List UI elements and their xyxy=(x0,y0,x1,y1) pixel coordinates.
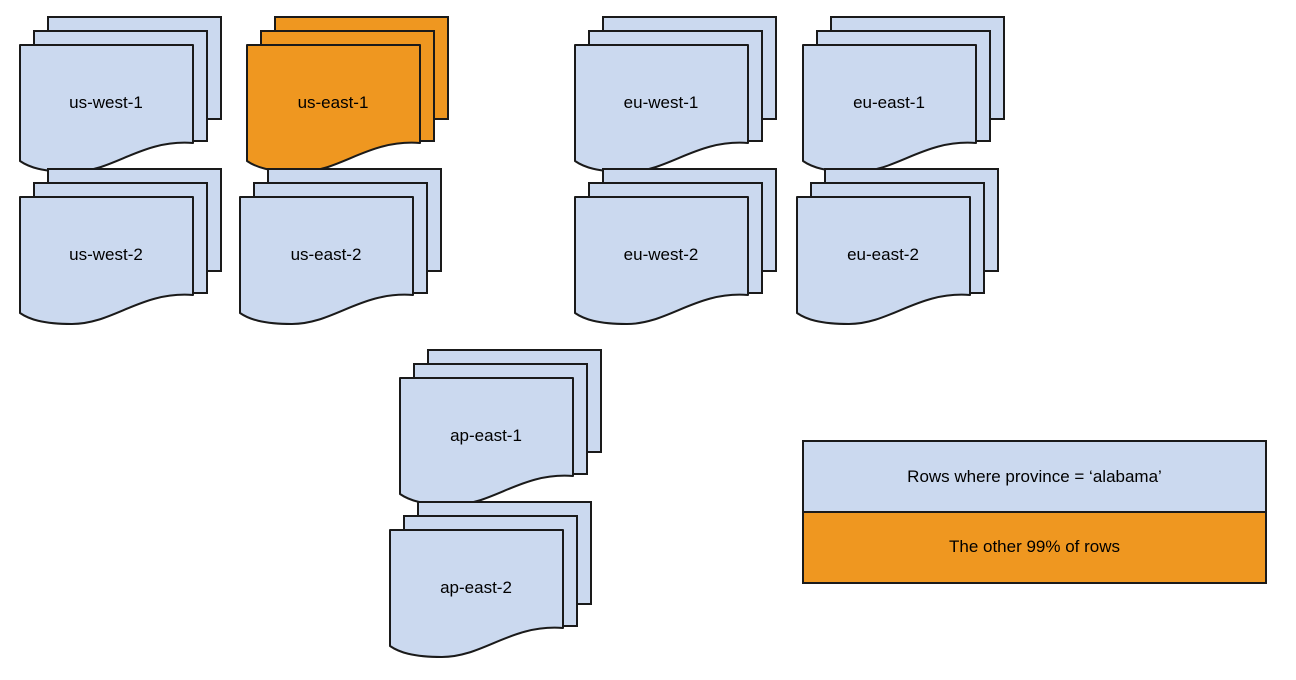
stacks-layer xyxy=(19,16,1005,658)
document-stack-us-west-1[interactable] xyxy=(19,16,222,173)
stack-sheet-front xyxy=(802,44,977,173)
legend-text-legend-blue: Rows where province = ‘alabama’ xyxy=(907,467,1162,486)
stack-sheet-front xyxy=(574,196,749,325)
legend-text-legend-orange: The other 99% of rows xyxy=(948,537,1121,556)
document-stack-us-east-2[interactable] xyxy=(239,168,442,325)
stack-sheet-front xyxy=(239,196,414,325)
stack-sheet-front xyxy=(574,44,749,173)
stack-sheet-front xyxy=(389,529,564,658)
document-stack-ap-east-2[interactable] xyxy=(389,501,592,658)
stack-sheet-front xyxy=(796,196,971,325)
document-stack-us-east-1[interactable] xyxy=(246,16,449,173)
legend-layer xyxy=(802,440,1267,584)
legend-swatch-legend-blue xyxy=(802,440,1267,513)
document-stack-eu-east-1[interactable] xyxy=(802,16,1005,173)
stack-sheet-front xyxy=(399,377,574,506)
document-stack-eu-east-2[interactable] xyxy=(796,168,999,325)
stack-sheet-front xyxy=(246,44,421,173)
legend-swatch-legend-orange xyxy=(802,511,1267,584)
stack-sheet-front xyxy=(19,44,194,173)
document-stack-us-west-2[interactable] xyxy=(19,168,222,325)
document-stack-ap-east-1[interactable] xyxy=(399,349,602,506)
document-stack-eu-west-1[interactable] xyxy=(574,16,777,173)
stack-sheet-front xyxy=(19,196,194,325)
document-stack-eu-west-2[interactable] xyxy=(574,168,777,325)
